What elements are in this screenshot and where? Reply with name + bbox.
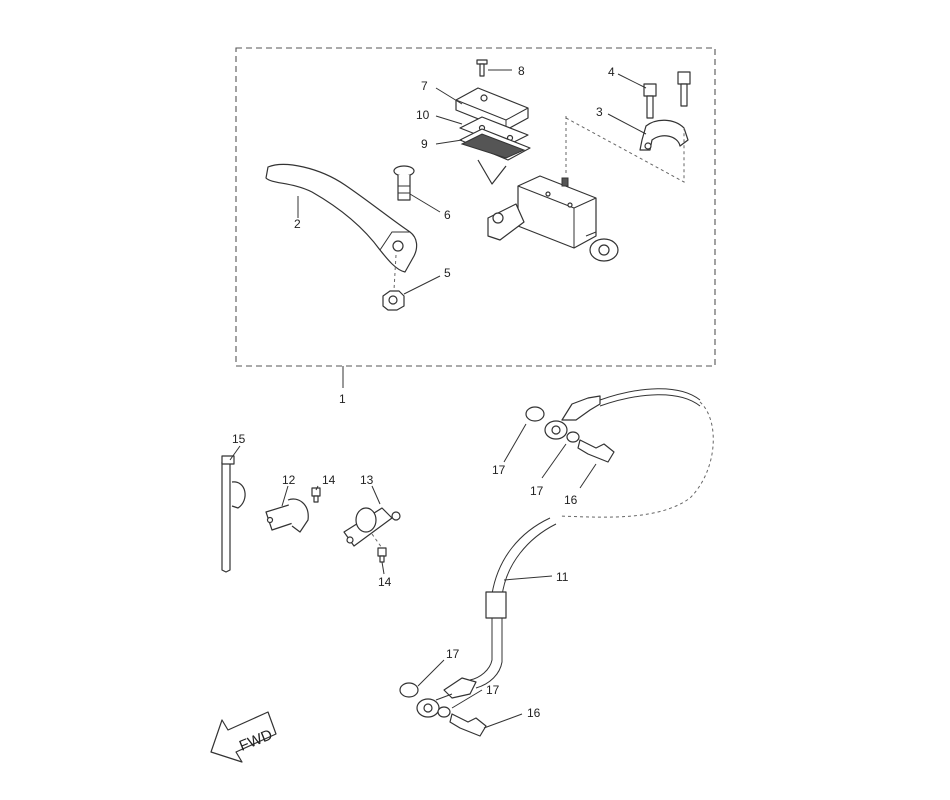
- callout-15: 15: [232, 432, 246, 446]
- master-cylinder-body: [487, 116, 619, 262]
- reservoir-cap: [455, 87, 529, 131]
- callout-10: 10: [416, 108, 430, 122]
- callout-7: 7: [421, 79, 428, 93]
- callout-2: 2: [294, 217, 301, 231]
- callout-14b: 14: [378, 575, 392, 589]
- callout-17b: 17: [530, 484, 544, 498]
- upper-hose-end: [525, 388, 714, 518]
- callout-14a: 14: [322, 473, 336, 487]
- callout-16b: 16: [527, 706, 541, 720]
- callout-8: 8: [518, 64, 525, 78]
- hose-clamp: [343, 507, 401, 549]
- clamp-bolts: [643, 71, 691, 119]
- callout-4: 4: [608, 65, 615, 79]
- brake-lever: [265, 163, 418, 273]
- callout-17d: 17: [486, 683, 500, 697]
- diaphragm: [459, 128, 531, 185]
- pivot-bolt: [393, 165, 415, 201]
- lower-hose: [399, 517, 557, 737]
- callout-17a: 17: [492, 463, 506, 477]
- hose-bracket: [265, 498, 309, 533]
- handlebar-clamp: [565, 117, 689, 183]
- callout-12: 12: [282, 473, 296, 487]
- assembly-box: [235, 47, 716, 388]
- callout-9: 9: [421, 137, 428, 151]
- callout-5: 5: [444, 266, 451, 280]
- leader-lines: [229, 69, 647, 729]
- small-bolts: [311, 487, 387, 563]
- callouts: 1 2 3 4 5 6 7 8 9 10 11 12 13 14 14 15 1…: [232, 64, 615, 720]
- nut: [382, 254, 405, 311]
- cable-tie: [221, 455, 246, 573]
- callout-1: 1: [339, 392, 346, 406]
- callout-13: 13: [360, 473, 374, 487]
- callout-11: 11: [556, 570, 569, 584]
- callout-17c: 17: [446, 647, 460, 661]
- cap-screw: [476, 59, 488, 77]
- callout-16a: 16: [564, 493, 578, 507]
- forward-arrow-icon: [210, 711, 277, 763]
- callout-6: 6: [444, 208, 451, 222]
- fwd-arrow: FWD: [210, 711, 277, 763]
- callout-3: 3: [596, 105, 603, 119]
